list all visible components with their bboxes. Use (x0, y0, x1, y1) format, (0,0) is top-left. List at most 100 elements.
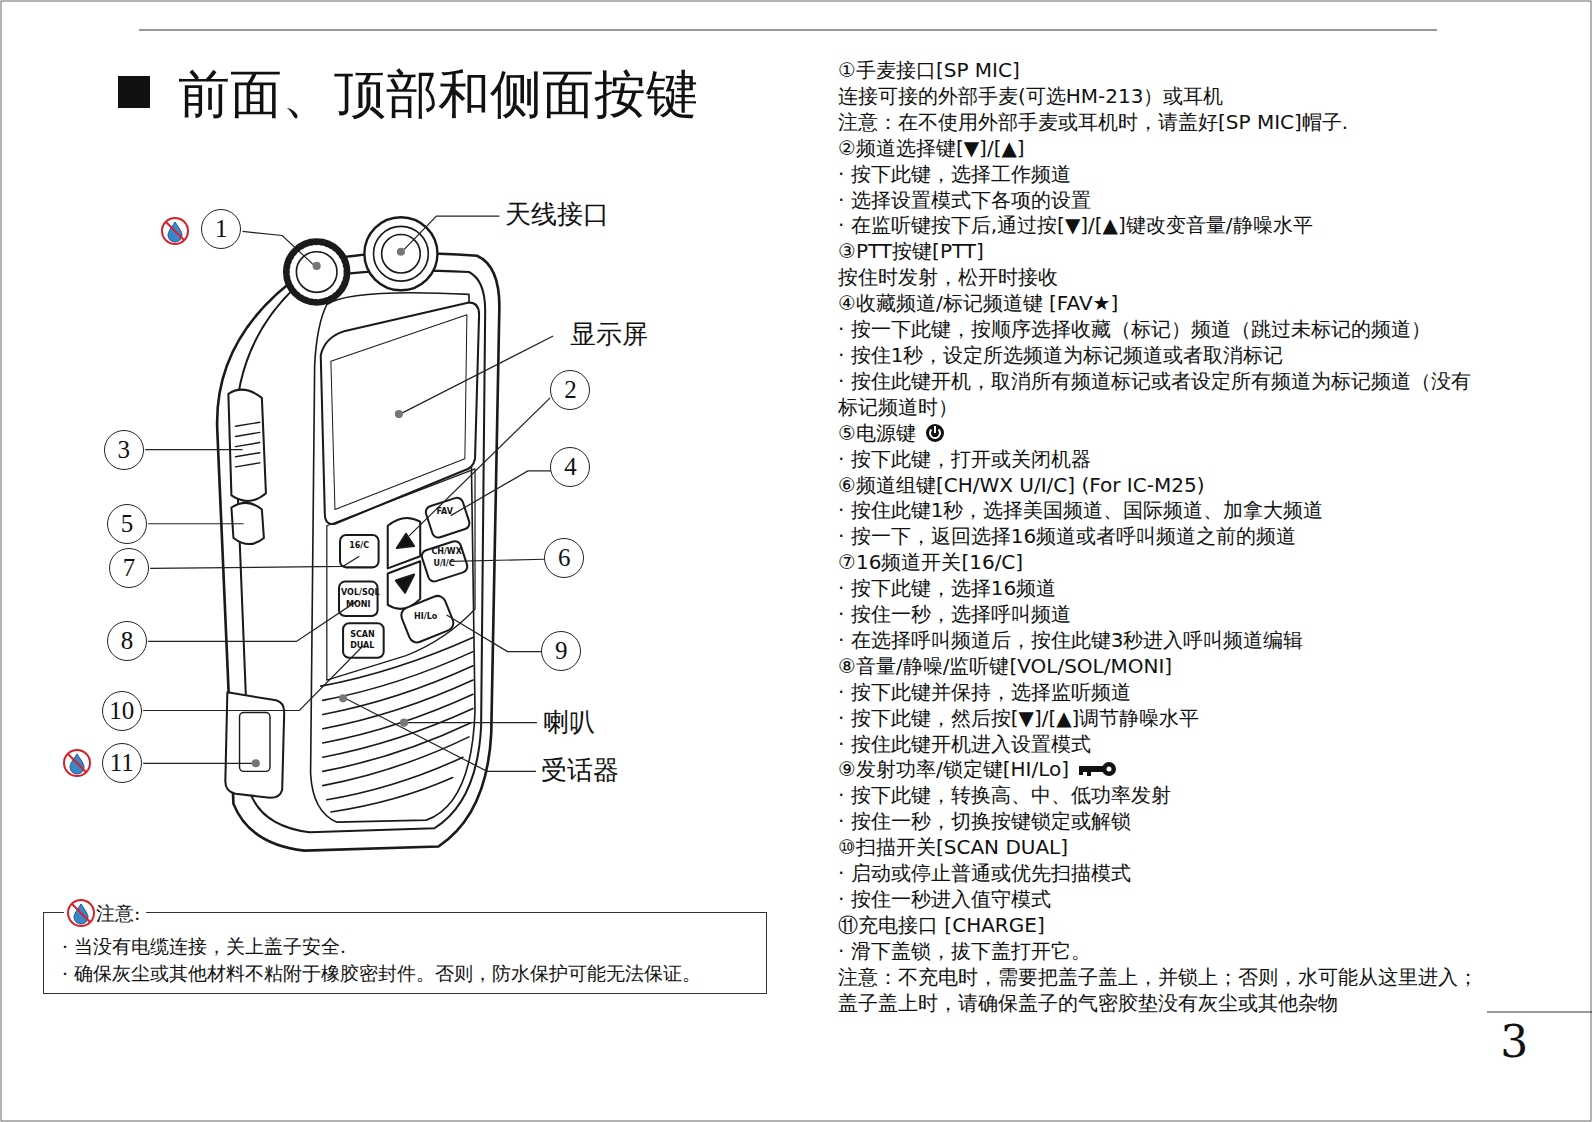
description-text: · 按下此键，转换高、中、低功率发射 (838, 783, 1171, 807)
callout-text: 11 (110, 749, 134, 777)
button-vol (339, 582, 378, 617)
button-hilo (399, 593, 456, 644)
description-text: · 按住此键1秒，选择美国频道、国际频道、加拿大频道 (838, 498, 1323, 522)
leader-dots (395, 410, 403, 418)
footer-rule (1487, 1011, 1592, 1012)
description-row: ⑦16频道开关[16/C] (838, 550, 1483, 576)
leader-lines (150, 556, 359, 568)
notice-heading: 注意: (64, 898, 146, 928)
button-fav (424, 496, 471, 539)
button-label: MONI (346, 600, 370, 609)
description-row: · 按下此键，选择16频道 (838, 576, 1483, 602)
notice-text: · 确保灰尘或其他材料不粘附于橡胶密封件。否则，防水保护可能无法保证。 (62, 960, 756, 987)
leader-dots (252, 759, 260, 767)
keypad-panel (327, 469, 475, 680)
description-row: · 按住一秒进入值守模式 (838, 887, 1483, 913)
description-row: · 选择设置模式下各项的设置 (838, 188, 1483, 214)
leader-lines (143, 216, 553, 771)
callout-text: 9 (555, 637, 568, 665)
notice-box: 注意:· 当没有电缆连接，关上盖子安全.· 确保灰尘或其他材料不粘附于橡胶密封件… (43, 912, 767, 994)
antenna-top (382, 234, 421, 273)
ptt-ribs (235, 422, 259, 426)
description-text: · 按住一秒进入值守模式 (838, 887, 1051, 911)
speaker-grille (323, 723, 471, 786)
description-row: · 按一下此键，按顺序选择收藏（标记）频道（跳过未标记的频道） (838, 317, 1483, 343)
charge-cover (225, 692, 284, 798)
leader-lines (404, 216, 499, 249)
antenna-ring (374, 226, 429, 281)
leader-lines (143, 763, 256, 764)
description-row: · 按下此键，打开或关闭机器 (838, 447, 1483, 473)
button-16c (340, 535, 379, 567)
ptt-ribs (235, 422, 259, 467)
description-row: · 按下此键，转换高、中、低功率发射 (838, 783, 1483, 809)
description-row: · 按住一秒，选择呼叫频道 (838, 602, 1483, 628)
part-name: 喇叭 (543, 708, 595, 738)
leader-lines (243, 231, 315, 266)
description-row: ⑪充电接口 [CHARGE] (838, 913, 1483, 939)
description-text: 按住时发射，松开时接收 (838, 265, 1058, 289)
notice-text: · 当没有电缆连接，关上盖子安全. (62, 933, 756, 960)
callout-text: 10 (109, 697, 134, 725)
leader-lines (451, 471, 551, 516)
page-number: 3 (1500, 1017, 1528, 1068)
title-bullet (118, 76, 150, 108)
description-row: ⑧音量/静噪/监听键[VOL/SOL/MONI] (838, 654, 1483, 680)
ptt-ribs (235, 432, 259, 436)
description-row: · 按住此键开机，取消所有频道标记或者设定所有频道为标记频道（没有标记频道时） (838, 369, 1483, 421)
ptt-ribs (235, 463, 259, 467)
description-row: · 按住此键1秒，选择美国频道、国际频道、加拿大频道 (838, 498, 1483, 524)
button-label: FAV (436, 507, 452, 516)
callout-number: 4 (550, 447, 590, 487)
callout-number: 9 (541, 631, 581, 671)
description-text: · 按住1秒，设定所选频道为标记频道或者取消标记 (838, 343, 1283, 367)
leader-lines (148, 523, 243, 524)
ptt-key (228, 390, 266, 501)
description-text: · 按下此键，打开或关闭机器 (838, 447, 1091, 471)
key-icon (1102, 762, 1116, 776)
callout-text: 5 (121, 510, 134, 538)
leader-lines (148, 601, 357, 642)
key-icon (1079, 766, 1103, 776)
description-text: 连接可接的外部手麦(可选HM-213）或耳机 (838, 84, 1224, 108)
no-water-icon (162, 218, 188, 244)
description-text: · 在选择呼叫频道后，按住此键3秒进入呼叫频道编辑 (838, 628, 1303, 652)
description-text: · 按住一秒，切换按键锁定或解锁 (838, 809, 1131, 833)
leader-dots (252, 248, 408, 768)
callout-number: 11 (102, 743, 142, 783)
leader-lines (406, 722, 537, 723)
leader-lines (451, 559, 544, 561)
description-row: ⑨发射功率/锁定键[HI/Lo] (838, 757, 1483, 783)
description-row: 连接可接的外部手麦(可选HM-213）或耳机 (838, 84, 1483, 110)
key-icon (1077, 758, 1121, 780)
callout-number: 10 (102, 691, 142, 731)
speaker-grille (327, 757, 463, 812)
button-down (388, 561, 420, 609)
leader-lines (447, 615, 541, 652)
description-row: ⑥频道组键[CH/WX U/I/C] (For IC-M25) (838, 473, 1483, 499)
description-text: · 按一下此键，按顺序选择收藏（标记）频道（跳过未标记的频道） (838, 317, 1431, 341)
description-text: · 按住此键开机，取消所有频道标记或者设定所有频道为标记频道（没有标记频道时） (838, 369, 1471, 419)
description-row: 按住时发射，松开时接收 (838, 265, 1483, 291)
power-icon (924, 422, 968, 444)
description-text: · 在监听键按下后,通过按[▼]/[▲]键改变音量/静噪水平 (838, 213, 1313, 237)
description-text: 注意：不充电时，需要把盖子盖上，并锁上；否则，水可能从这里进入；盖子盖上时，请确… (838, 965, 1478, 1015)
description-row: ④收藏频道/标记频道键 [FAV★] (838, 291, 1483, 317)
speaker-grille (323, 666, 473, 729)
part-name: 天线接口 (505, 200, 609, 230)
description-text: · 按下此键，然后按[▼]/[▲]调节静噪水平 (838, 706, 1199, 730)
key-icon (1106, 767, 1111, 772)
description-column: ①手麦接口[SP MIC]连接可接的外部手麦(可选HM-213）或耳机注意：在不… (838, 58, 1483, 1017)
button-label: DUAL (350, 641, 374, 650)
description-text: ③PTT按键[PTT] (838, 239, 984, 263)
description-row: · 按一下，返回选择16频道或者呼叫频道之前的频道 (838, 524, 1483, 550)
leader-lines (145, 449, 242, 450)
description-row: · 按下此键，然后按[▼]/[▲]调节静噪水平 (838, 706, 1483, 732)
leader-dots (339, 694, 347, 702)
button-scan (343, 623, 384, 658)
description-row: · 按住一秒，切换按键锁定或解锁 (838, 809, 1483, 835)
description-text: · 按下此键，选择工作频道 (838, 162, 1071, 186)
description-row: · 滑下盖锁，拔下盖打开它。 (838, 939, 1483, 965)
description-row: 注意：不充电时，需要把盖子盖上，并锁上；否则，水可能从这里进入；盖子盖上时，请确… (838, 965, 1483, 1017)
description-row: 注意：在不使用外部手麦或耳机时，请盖好[SP MIC]帽子. (838, 110, 1483, 136)
